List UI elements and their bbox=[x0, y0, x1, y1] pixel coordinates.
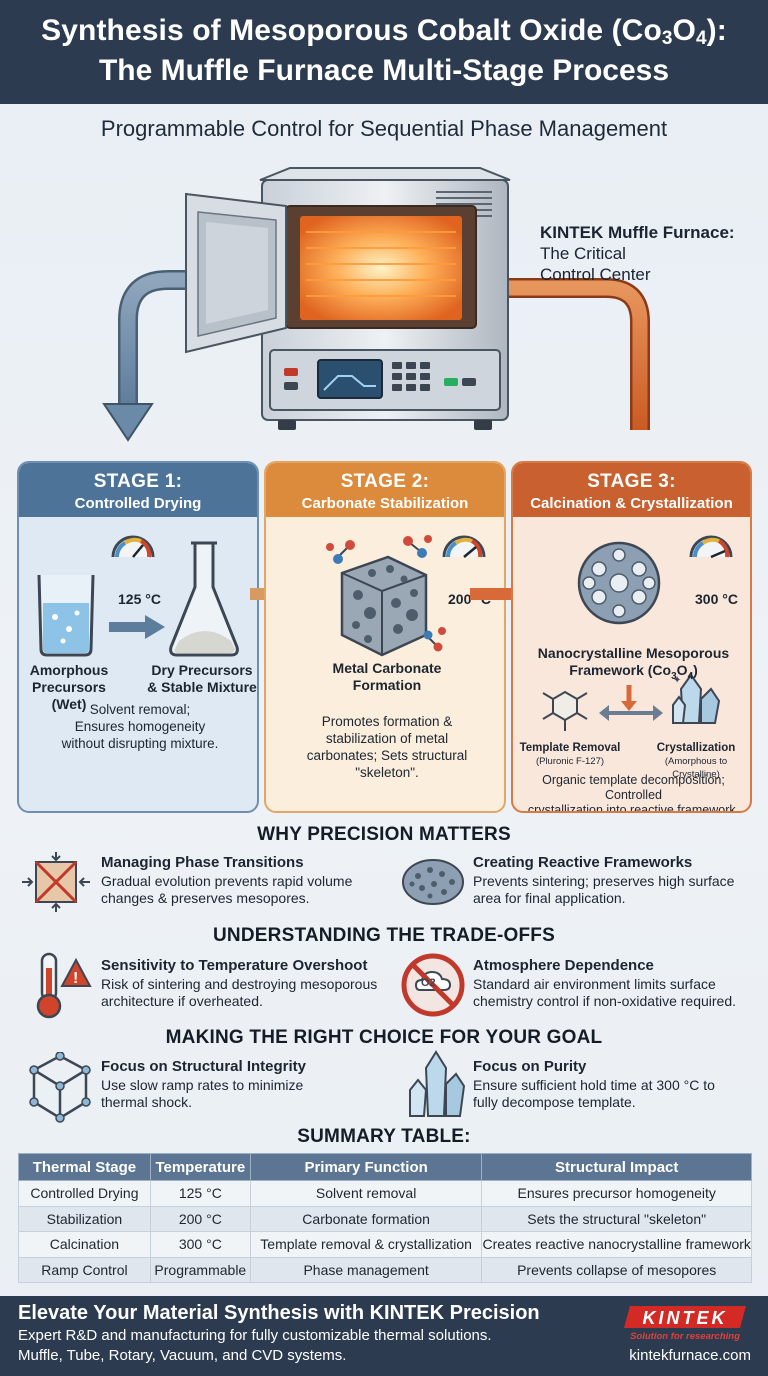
table-cell: Prevents collapse of mesopores bbox=[481, 1256, 752, 1283]
furnace-illustration bbox=[102, 167, 650, 442]
table-cell: Sets the structural "skeleton" bbox=[481, 1205, 752, 1232]
table-cell: Calcination bbox=[18, 1231, 151, 1258]
why-item-reactive-frameworks: Creating Reactive Frameworks Prevents si… bbox=[473, 854, 735, 906]
table-header-cell: Structural Impact bbox=[481, 1153, 752, 1181]
stage-1-panel: STAGE 1: Controlled Drying 125 °C Amorph… bbox=[17, 461, 259, 813]
phase-transition-icon bbox=[22, 852, 90, 912]
choice-title: MAKING THE RIGHT CHOICE FOR YOUR GOAL bbox=[165, 1027, 603, 1048]
thermometer-warning-icon: ! bbox=[36, 952, 92, 1019]
stage-2-panel: STAGE 2: Carbonate Stabilization bbox=[264, 461, 506, 813]
tradeoff-item-overshoot: Sensitivity to Temperature Overshoot Ris… bbox=[101, 957, 378, 1009]
why-precision-title: WHY PRECISION MATTERS bbox=[257, 824, 511, 845]
tradeoffs-title: UNDERSTANDING THE TRADE-OFFS bbox=[213, 925, 555, 946]
reactive-framework-icon bbox=[402, 859, 464, 905]
stage-1-illustration bbox=[37, 535, 239, 657]
why-item-phase-transitions: Managing Phase Transitions Gradual evolu… bbox=[101, 854, 353, 906]
table-cell: Template removal & crystallization bbox=[249, 1231, 483, 1258]
table-cell: Ensures precursor homogeneity bbox=[481, 1180, 752, 1207]
footer-line-1: Expert R&D and manufacturing for fully c… bbox=[18, 1327, 492, 1344]
stage-1-output-label: Dry Precursors& Stable Mixture bbox=[147, 662, 257, 695]
stage-1-temp: 125 °C bbox=[118, 591, 161, 607]
table-header-cell: Temperature bbox=[149, 1153, 251, 1181]
furnace-callout-line2: The Critical bbox=[540, 244, 626, 263]
kintek-logo[interactable]: KINTEK Solution for researching bbox=[622, 1304, 748, 1342]
stage-2-header: STAGE 2: Carbonate Stabilization bbox=[266, 463, 504, 517]
table-cell: Programmable bbox=[149, 1256, 251, 1283]
gauge-icon bbox=[442, 535, 486, 558]
table-cell: Controlled Drying bbox=[18, 1180, 151, 1207]
footer-headline: Elevate Your Material Synthesis with KIN… bbox=[18, 1302, 540, 1324]
stage-2-illustration bbox=[326, 535, 486, 657]
stage-3-description: Organic template decomposition; Controll… bbox=[527, 773, 740, 813]
stage-3-template-removal-label: Template Removal(Pluronic F-127) bbox=[519, 742, 621, 767]
stage-3-temp: 300 °C bbox=[695, 591, 738, 607]
molecule-icon bbox=[326, 535, 446, 652]
page-footer: Elevate Your Material Synthesis with KIN… bbox=[0, 1296, 768, 1376]
page-subtitle: Programmable Control for Sequential Phas… bbox=[100, 116, 668, 141]
table-cell: Phase management bbox=[249, 1256, 483, 1283]
beaker-icon bbox=[37, 574, 95, 657]
table-row: Ramp Control Programmable Phase manageme… bbox=[18, 1256, 752, 1283]
purity-crystal-icon bbox=[409, 1050, 466, 1117]
choice-item-structural-integrity: Focus on Structural Integrity Use slow r… bbox=[101, 1058, 307, 1110]
table-header-cell: Primary Function bbox=[249, 1153, 483, 1181]
choice-item-purity: Focus on Purity Ensure sufficient hold t… bbox=[473, 1058, 715, 1110]
table-cell: 125 °C bbox=[149, 1180, 251, 1207]
stage-3-header: STAGE 3: Calcination & Crystallization bbox=[513, 463, 750, 517]
stage-3-crystallization-label: Crystallization(Amorphous to Crystalline… bbox=[656, 742, 736, 780]
lattice-structure-icon bbox=[29, 1052, 91, 1123]
table-row: Controlled Drying 125 °C Solvent removal… bbox=[18, 1180, 752, 1207]
table-cell: Ramp Control bbox=[18, 1256, 151, 1283]
page-header: Synthesis of Mesoporous Cobalt Oxide (Co… bbox=[0, 0, 768, 104]
stage-3-panel: STAGE 3: Calcination & Crystallization bbox=[511, 461, 752, 813]
table-cell: 300 °C bbox=[149, 1231, 251, 1258]
no-atmosphere-icon bbox=[401, 953, 465, 1017]
gauge-icon bbox=[689, 535, 733, 559]
table-cell: Carbonate formation bbox=[249, 1205, 483, 1232]
stage-3-illustration: ✦ bbox=[542, 535, 733, 731]
flask-icon bbox=[169, 541, 239, 657]
summary-table: Thermal Stage Temperature Primary Functi… bbox=[18, 1153, 752, 1283]
page-title-line2: The Muffle Furnace Multi-Stage Process bbox=[98, 54, 670, 87]
crystal-icon: ✦ bbox=[672, 673, 721, 724]
summary-table-title: SUMMARY TABLE: bbox=[297, 1126, 471, 1147]
stage-1-header: STAGE 1: Controlled Drying bbox=[19, 463, 257, 517]
table-cell: Solvent removal bbox=[249, 1180, 483, 1207]
furnace-callout: KINTEK Muffle Furnace: The Critical Cont… bbox=[540, 222, 735, 285]
svg-text:Solution for researching: Solution for researching bbox=[630, 1331, 740, 1342]
porous-cube-icon bbox=[340, 555, 428, 657]
table-header-row: Thermal Stage Temperature Primary Functi… bbox=[18, 1153, 752, 1181]
table-cell: Stabilization bbox=[18, 1205, 151, 1232]
tradeoff-item-atmosphere: Atmosphere Dependence Standard air envir… bbox=[473, 957, 737, 1009]
table-header-cell: Thermal Stage bbox=[18, 1153, 151, 1181]
furnace-callout-title: KINTEK Muffle Furnace: bbox=[540, 223, 735, 242]
table-cell: 200 °C bbox=[149, 1205, 251, 1232]
stage-2-description: Promotes formation &stabilization of met… bbox=[306, 714, 468, 780]
svg-text:!: ! bbox=[73, 970, 78, 987]
furnace-callout-line3: Control Center bbox=[540, 265, 651, 284]
stage-3-product-label: Nanocrystalline Mesoporous Framework (Co… bbox=[537, 645, 730, 682]
table-row: Stabilization 200 °C Carbonate formation… bbox=[18, 1205, 752, 1232]
gauge-icon bbox=[111, 535, 155, 558]
footer-line-2: Muffle, Tube, Rotary, Vacuum, and CVD sy… bbox=[18, 1347, 347, 1364]
table-row: Calcination 300 °C Template removal & cr… bbox=[18, 1231, 752, 1258]
svg-text:KINTEK: KINTEK bbox=[643, 1308, 728, 1328]
mesoporous-sphere-icon bbox=[577, 541, 661, 625]
template-molecule-icon bbox=[542, 690, 588, 731]
svg-text:✦: ✦ bbox=[673, 675, 681, 686]
footer-website-link[interactable]: kintekfurnace.com bbox=[629, 1347, 751, 1364]
page-title-line1: Synthesis of Mesoporous Cobalt Oxide (Co… bbox=[41, 14, 727, 49]
o2-icon-label: O2 bbox=[421, 977, 436, 989]
table-cell: Creates reactive nanocrystalline framewo… bbox=[481, 1231, 752, 1258]
